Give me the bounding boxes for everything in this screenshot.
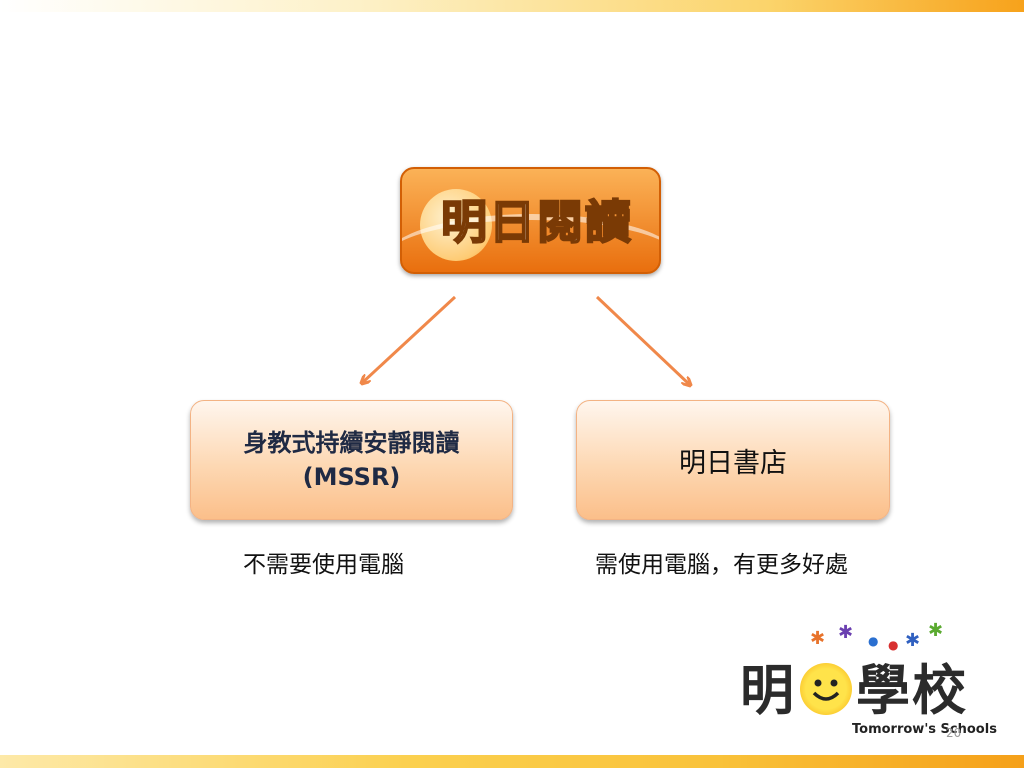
node-bookstore-label: 明日書店 [679,447,787,479]
caption-left: 不需要使用電腦 [243,552,404,578]
top-decor-bar [0,0,1024,12]
bottom-decor-bar [0,755,1024,768]
caption-right: 需使用電腦，有更多好處 [595,552,848,578]
mingri-reading-logo: 明日閱讀 [400,167,661,274]
tomorrows-schools-logo: ✱ ✱ ● ● ✱ ✱ 明學校 Tomorrow's Schools [740,620,997,737]
swirl-graphic [402,214,659,272]
school-name: 明學校 [740,646,968,725]
school-char-xuexiao: 學校 [856,659,968,722]
arrow-left [362,295,457,383]
node-mssr-line1: 身教式持續安靜閱讀 [243,429,460,457]
node-mssr-line2: (MSSR) [302,463,401,491]
school-char-ming: 明 [740,659,796,722]
smiley-sun-icon [800,663,852,715]
arrow-right [595,295,690,385]
node-mssr: 身教式持續安靜閱讀 (MSSR) [190,400,513,520]
school-subtitle: Tomorrow's Schools [852,722,997,737]
logo-text: 明日閱讀 [440,194,633,250]
node-bookstore: 明日書店 [576,400,890,520]
page-number: 20 [946,726,962,740]
